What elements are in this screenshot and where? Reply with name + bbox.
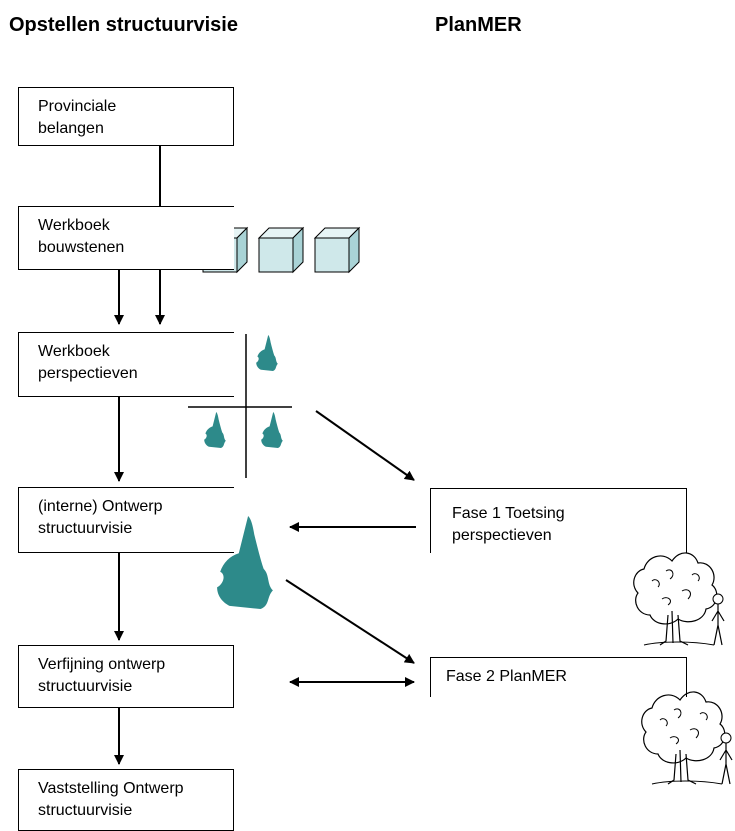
box-label: Provinciale: [38, 98, 117, 115]
tree-icon: [641, 691, 733, 785]
box-label: perspectieven: [38, 365, 138, 382]
box-label: Werkboek: [38, 217, 110, 234]
box-werkboek-perspectieven: Werkboek perspectieven: [18, 332, 234, 397]
box-verfijning-ontwerp: Verfijning ontwerp structuurvisie: [18, 645, 234, 708]
heading-planmer: PlanMER: [435, 14, 522, 36]
box-label: structuurvisie: [38, 678, 133, 695]
heading-structuurvisie: Opstellen structuurvisie: [9, 14, 238, 36]
tree-icon: [633, 552, 725, 646]
box-label: perspectieven: [452, 527, 552, 544]
box-label: Verfijning ontwerp: [38, 656, 166, 673]
box-ontwerp-structuurvisie: (interne) Ontwerp structuurvisie: [18, 487, 234, 553]
box-werkboek-bouwstenen: Werkboek bouwstenen: [18, 206, 234, 270]
box-fase2-planmer: Fase 2 PlanMER: [430, 657, 687, 697]
box-label: Vaststelling Ontwerp: [38, 780, 184, 797]
cube-icon: [258, 227, 304, 273]
arrow-ontwerp-to-fase2: [285, 579, 415, 664]
box-fase1-toetsing: Fase 1 Toetsing perspectieven: [430, 488, 687, 553]
box-label: bouwstenen: [38, 239, 125, 256]
cube-icon: [314, 227, 360, 273]
box-label: belangen: [38, 120, 104, 137]
box-label: Fase 2 PlanMER: [446, 668, 567, 685]
box-provinciale-belangen: Provinciale belangen: [18, 87, 234, 146]
box-label: Fase 1 Toetsing: [452, 505, 565, 522]
box-label: structuurvisie: [38, 520, 133, 537]
box-label: Werkboek: [38, 343, 110, 360]
arrow-perspectieven-to-fase1: [315, 410, 415, 481]
box-label: structuurvisie: [38, 802, 133, 819]
box-vaststelling-ontwerp: Vaststelling Ontwerp structuurvisie: [18, 769, 234, 831]
box-label: (interne) Ontwerp: [38, 498, 163, 515]
